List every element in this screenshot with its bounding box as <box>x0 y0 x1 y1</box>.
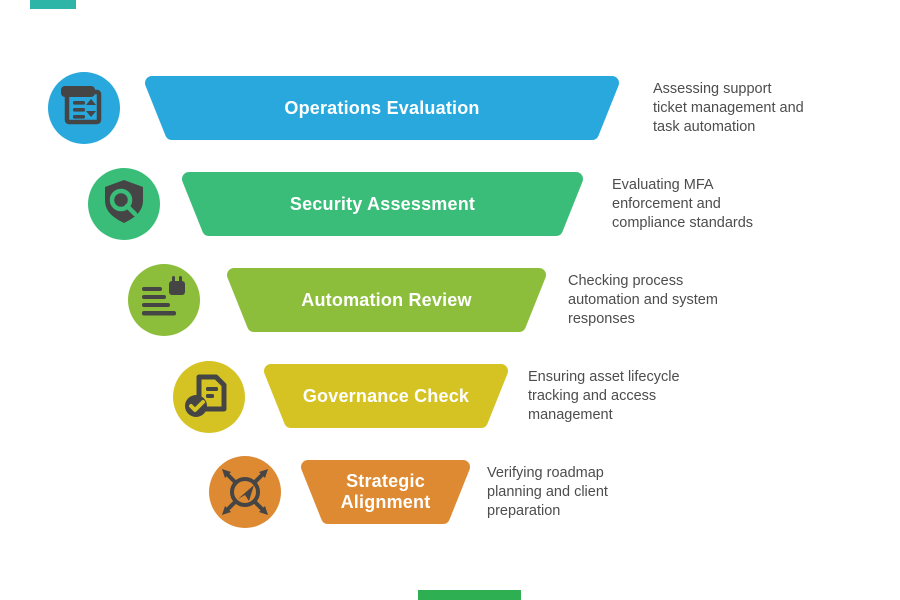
description-line: automation and system <box>568 292 718 308</box>
description-line: responses <box>568 311 635 327</box>
decor-bottom-bar <box>418 590 521 600</box>
description-line: ticket management and <box>653 100 804 116</box>
funnel-step-label-text: Automation Review <box>301 289 472 310</box>
step-description: Verifying roadmap planning and client pr… <box>487 464 707 521</box>
funnel-step-label: Security Assessment <box>180 172 585 236</box>
funnel-bar-strategic <box>301 460 470 524</box>
description-line: task automation <box>653 119 756 135</box>
funnel-bar-governance <box>264 364 508 428</box>
description-line: preparation <box>487 503 561 519</box>
icon-circle <box>209 456 281 528</box>
description-line: Verifying roadmap <box>487 465 604 481</box>
receipt-list-glyph <box>61 86 102 125</box>
funnel-step-label: Strategic Alignment <box>299 460 472 524</box>
funnel-step-label: Governance Check <box>262 364 510 428</box>
decor-top-rect <box>30 0 76 9</box>
description-line: Assessing support <box>653 81 772 97</box>
description-line: tracking and access <box>528 388 657 404</box>
funnel-step-label-text: Governance Check <box>302 385 470 406</box>
description-line: Checking process <box>568 273 684 289</box>
description-line: compliance standards <box>612 215 754 231</box>
step-description: Assessing support ticket management and … <box>653 80 873 137</box>
description-line: enforcement and <box>612 196 721 212</box>
receipt-list-icon <box>48 72 120 144</box>
description-line: management <box>528 407 613 423</box>
description-line: planning and client <box>487 484 608 500</box>
description-line: Ensuring asset lifecycle <box>528 369 680 385</box>
decor-bottom-rect <box>418 590 521 600</box>
network-arrows-glyph <box>222 469 268 515</box>
funnel-step-label-text: Operations Evaluation <box>284 97 480 118</box>
step-description: Checking process automation and system r… <box>568 272 788 329</box>
step-description: Evaluating MFA enforcement and complianc… <box>612 176 832 233</box>
funnel-bar-shape <box>145 76 619 140</box>
checkmark <box>189 400 205 412</box>
automation-list-glyph <box>142 276 185 316</box>
description-line: Evaluating MFA <box>612 177 714 193</box>
icon-circle <box>128 264 200 336</box>
funnel-bar-automation <box>227 268 546 332</box>
funnel-bar-security <box>182 172 583 236</box>
decor-top-bar <box>30 0 76 9</box>
network-arrows-icon <box>209 456 281 528</box>
magnifier-handle <box>124 203 138 217</box>
step-description: Ensuring asset lifecycle tracking and ac… <box>528 368 748 425</box>
funnel-step-label-text: Security Assessment <box>289 193 476 214</box>
funnel-bar-operations <box>145 76 619 140</box>
funnel-step-label: Operations Evaluation <box>143 76 621 140</box>
funnel-bar-shape <box>301 460 470 524</box>
icon-circle <box>48 72 120 144</box>
funnel-bar-shape <box>227 268 546 332</box>
magnifier-lens <box>109 188 133 212</box>
funnel-bar-shape <box>264 364 508 428</box>
funnel-step-label: Automation Review <box>225 268 548 332</box>
funnel-step-label-text: Strategic Alignment <box>340 471 431 512</box>
funnel-bar-shape <box>182 172 583 236</box>
document-check-icon <box>173 361 245 433</box>
automation-list-icon <box>128 264 200 336</box>
shield-search-icon <box>88 168 160 240</box>
